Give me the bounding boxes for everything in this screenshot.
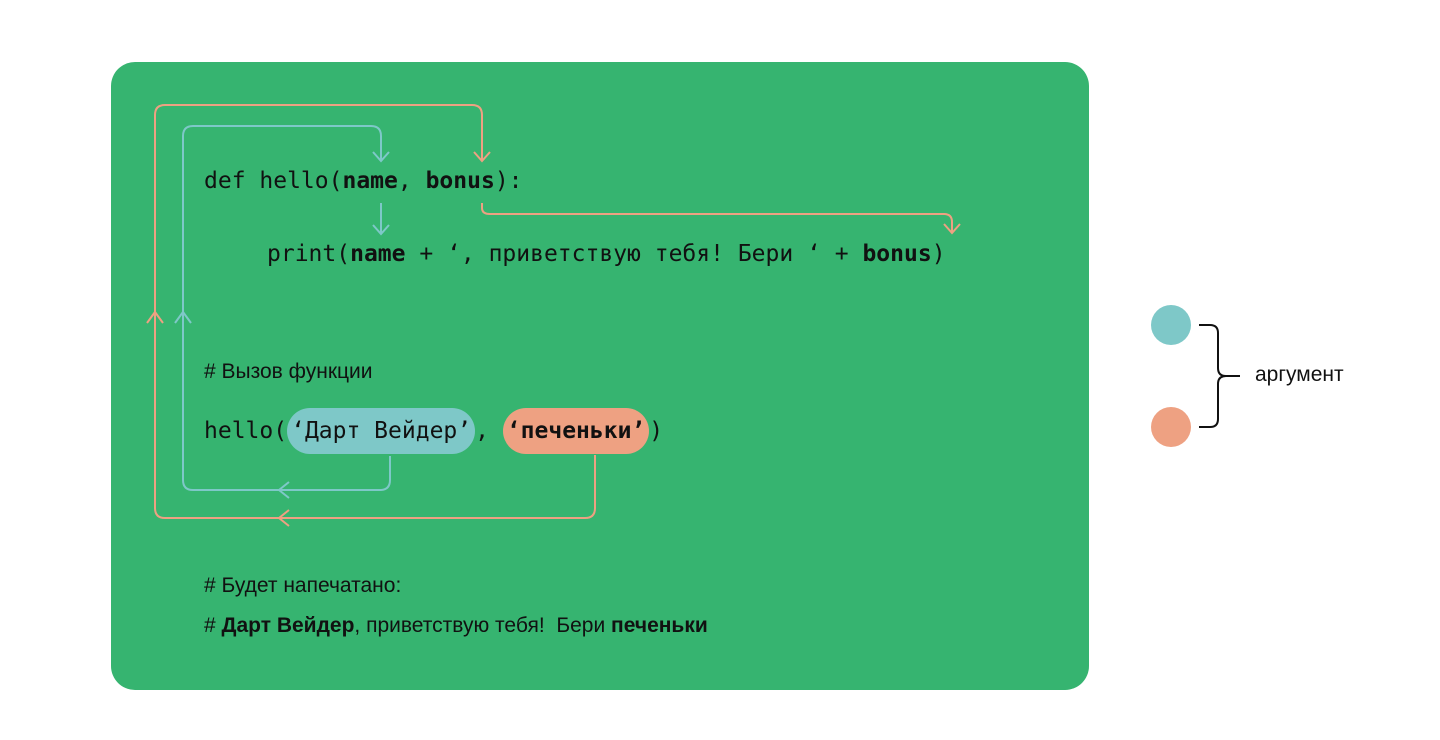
call-comment: # Вызов функции: [204, 360, 373, 383]
param-name: name: [342, 168, 398, 194]
legend-salmon-dot: [1151, 407, 1191, 447]
output-middle: , приветствую тебя! Бери: [354, 614, 612, 637]
param-separator: ,: [397, 168, 426, 194]
call-line: hello(‘Дарт Вейдер’, ‘печеньки’): [204, 408, 663, 454]
print-name: name: [350, 241, 406, 267]
output-comment: # Будет напечатано:: [204, 574, 402, 597]
argument-darth-vader: ‘Дарт Вейдер’: [287, 408, 476, 454]
argument-cookies: ‘печеньки’: [502, 408, 650, 454]
output-bonus: печеньки: [611, 614, 708, 637]
call-end: ): [649, 418, 664, 444]
print-start: print(: [267, 241, 351, 267]
print-line: print(name + ‘, приветствую тебя! Бери ‘…: [267, 239, 946, 269]
def-end: ):: [494, 168, 523, 194]
call-start: hello(: [204, 418, 288, 444]
output-name: Дарт Вейдер: [221, 614, 355, 637]
output-line: # Дарт Вейдер, приветствую тебя! Бери пе…: [204, 612, 708, 640]
def-line: def hello(name, bonus):: [204, 166, 523, 196]
legend-label: аргумент: [1255, 363, 1344, 386]
param-bonus: bonus: [425, 168, 495, 194]
call-separator: ,: [475, 418, 503, 444]
def-keyword: def hello(: [204, 168, 343, 194]
legend-brace: [1199, 324, 1240, 428]
legend-teal-dot: [1151, 305, 1191, 345]
print-end: ): [931, 241, 946, 267]
print-bonus: bonus: [862, 241, 932, 267]
output-prefix: #: [204, 614, 222, 637]
print-middle: + ‘, приветствую тебя! Бери ‘ +: [405, 241, 863, 267]
